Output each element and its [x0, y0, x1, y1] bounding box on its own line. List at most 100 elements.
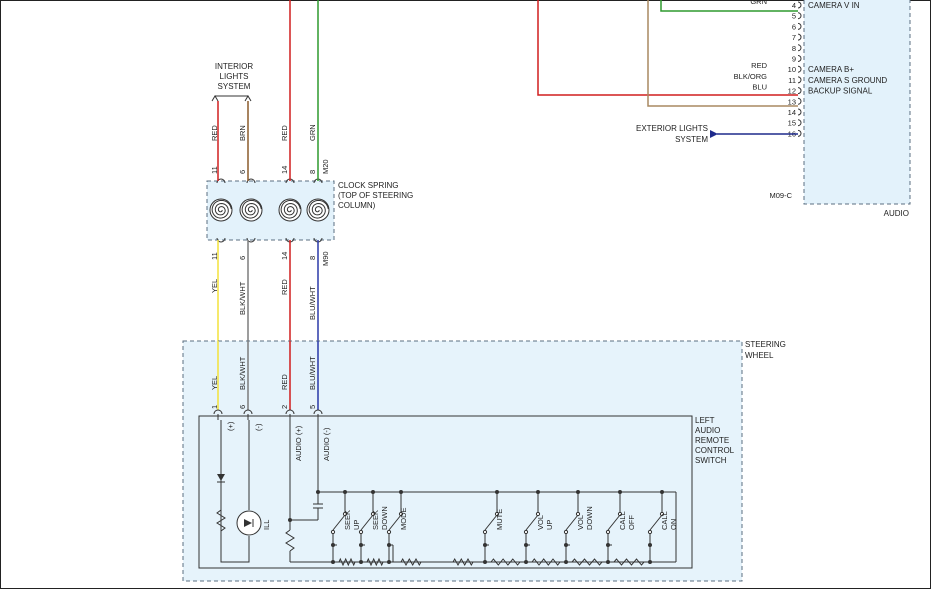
- switch-terminal: [330, 529, 336, 535]
- wire-blkorg-camera-ground: [647, 0, 798, 107]
- audio-pin-number: 11: [788, 76, 796, 85]
- clock-spring-line1: CLOCK SPRING: [338, 181, 398, 190]
- switch-label-line2: OFF: [627, 515, 636, 530]
- junction-dot: [564, 560, 568, 564]
- switch-connector-terminal: [213, 409, 223, 415]
- sw-wire-label-blkwht: BLK/WHT: [238, 356, 247, 390]
- remote-switch-box: [198, 415, 693, 569]
- audio-pin-terminal: [797, 55, 802, 62]
- clock-spring-spiral: [211, 199, 232, 219]
- junction-dot: [606, 560, 610, 564]
- clock-spring-bottom-connector: M90: [321, 251, 330, 266]
- audio-pin-number: 8: [792, 44, 796, 53]
- audio-pin-number: 13: [788, 97, 796, 106]
- clock-spring-top-pin-3: 14: [280, 166, 289, 174]
- wire-grn-camera-v-in: [660, 0, 798, 12]
- switch-terminal: [398, 511, 404, 517]
- audio-pin-name: CAMERA S GROUND: [808, 76, 887, 85]
- switch-contact-icon: [484, 514, 498, 531]
- interior-lights-line3: SYSTEM: [218, 82, 251, 91]
- wire-label-grn-upper: GRN: [308, 124, 317, 141]
- sw-wire-label-bluwht: BLU/WHT: [308, 356, 317, 390]
- switch-terminal: [358, 529, 364, 535]
- resistor-icon: [338, 557, 356, 567]
- audio-pin-terminal: [797, 44, 802, 52]
- clock-spring-terminal-top: [246, 178, 256, 184]
- audio-minus-label: AUDIO (-): [322, 427, 331, 461]
- remote-switch-line3: REMOTE: [695, 436, 729, 445]
- remote-switch-connector-arcs: [213, 409, 323, 420]
- clock-spring-spiral: [241, 199, 262, 219]
- switch-contact-icon: [565, 514, 579, 531]
- sw-wire-label-red: RED: [280, 374, 289, 390]
- audio-connector-id: M09-C: [769, 191, 792, 200]
- switch-connector-terminal: [313, 409, 323, 415]
- steering-wheel-box: [183, 341, 742, 581]
- switch-terminal: [342, 511, 348, 517]
- switch-label-line1: VOL: [576, 515, 585, 530]
- audio-pin-number: 7: [792, 33, 796, 42]
- audio-pin-terminal: [797, 22, 802, 30]
- resistor-icon: [400, 557, 422, 567]
- switch-terminal: [659, 511, 665, 517]
- audio-pin-number: 12: [788, 87, 796, 96]
- pin-sign-plus: (+): [226, 421, 235, 431]
- clock-spring-bottom-pin-1: 11: [210, 252, 219, 260]
- clock-spring-terminal-bottom: [246, 237, 256, 243]
- ill-led-triangle: [244, 519, 252, 527]
- resistor-icon: [571, 558, 603, 566]
- junction-dot: [648, 560, 652, 564]
- switch-label-line1: SEEK: [371, 510, 380, 530]
- junction-dot: [331, 560, 335, 564]
- audio-pin-wire-color: GRN: [750, 0, 767, 6]
- remote-switch-line4: CONTROL: [695, 446, 735, 455]
- ill-diode-icon: [217, 474, 225, 481]
- switch-terminal: [575, 511, 581, 517]
- switch-connector-terminal: [243, 409, 253, 415]
- sw-pin-2: 6: [238, 405, 247, 409]
- illumination-circuit: ILL: [216, 420, 271, 563]
- clock-spring-terminal-top: [216, 178, 226, 184]
- switch-terminal: [494, 511, 500, 517]
- wire-label-red-lower: RED: [280, 279, 289, 295]
- audio-unit-border: [803, 0, 911, 205]
- wire-label-brn-upper: BRN: [238, 125, 247, 141]
- clock-spring-top-connector: M20: [321, 159, 330, 174]
- audio-pin-terminal: [797, 108, 802, 116]
- junction-dot: [288, 518, 292, 522]
- switch-terminal: [563, 529, 569, 535]
- clock-spring-top-pin-1: 11: [210, 166, 219, 174]
- audio-pin-terminal: [797, 87, 802, 95]
- resistor-icon: [613, 558, 645, 566]
- wire-label-bluwht-lower: BLU/WHT: [308, 286, 317, 320]
- ill-resistor-icon: [216, 509, 226, 532]
- audio-pin-wire-color: BLU: [752, 83, 767, 92]
- audio-pin-number: 6: [792, 22, 796, 31]
- clock-spring-spiral: [280, 199, 301, 219]
- steering-wheel-border: [182, 340, 743, 582]
- exterior-lights-line2: SYSTEM: [675, 135, 708, 144]
- ill-loop-wire: [220, 420, 250, 563]
- audio-unit-label: AUDIO: [884, 209, 909, 218]
- clock-spring-top-pin-2: 6: [238, 170, 247, 174]
- audio-pin-name: CAMERA B+: [808, 65, 854, 74]
- audio-pin-name: BACKUP SIGNAL: [808, 87, 873, 96]
- switch-label-line2: UP: [352, 520, 361, 530]
- audio-plus-label: AUDIO (+): [294, 425, 303, 461]
- switch-terminal: [605, 529, 611, 535]
- junction-dot: [387, 560, 391, 564]
- interior-lights-line2: LIGHTS: [220, 72, 249, 81]
- steering-wheel-line2: WHEEL: [745, 351, 774, 360]
- switch-contact-icon: [360, 514, 374, 531]
- switch-label-line1: MODE: [399, 508, 408, 531]
- audio-pin-terminal: [797, 119, 802, 127]
- switch-contact-icon: [525, 514, 539, 531]
- switch-contact-icon: [388, 514, 402, 531]
- audio-pin-terminal: [797, 97, 802, 105]
- clock-spring-line2: (TOP OF STEERING: [338, 191, 413, 200]
- clock-spring-border: [206, 180, 335, 241]
- switch-terminal: [523, 529, 529, 535]
